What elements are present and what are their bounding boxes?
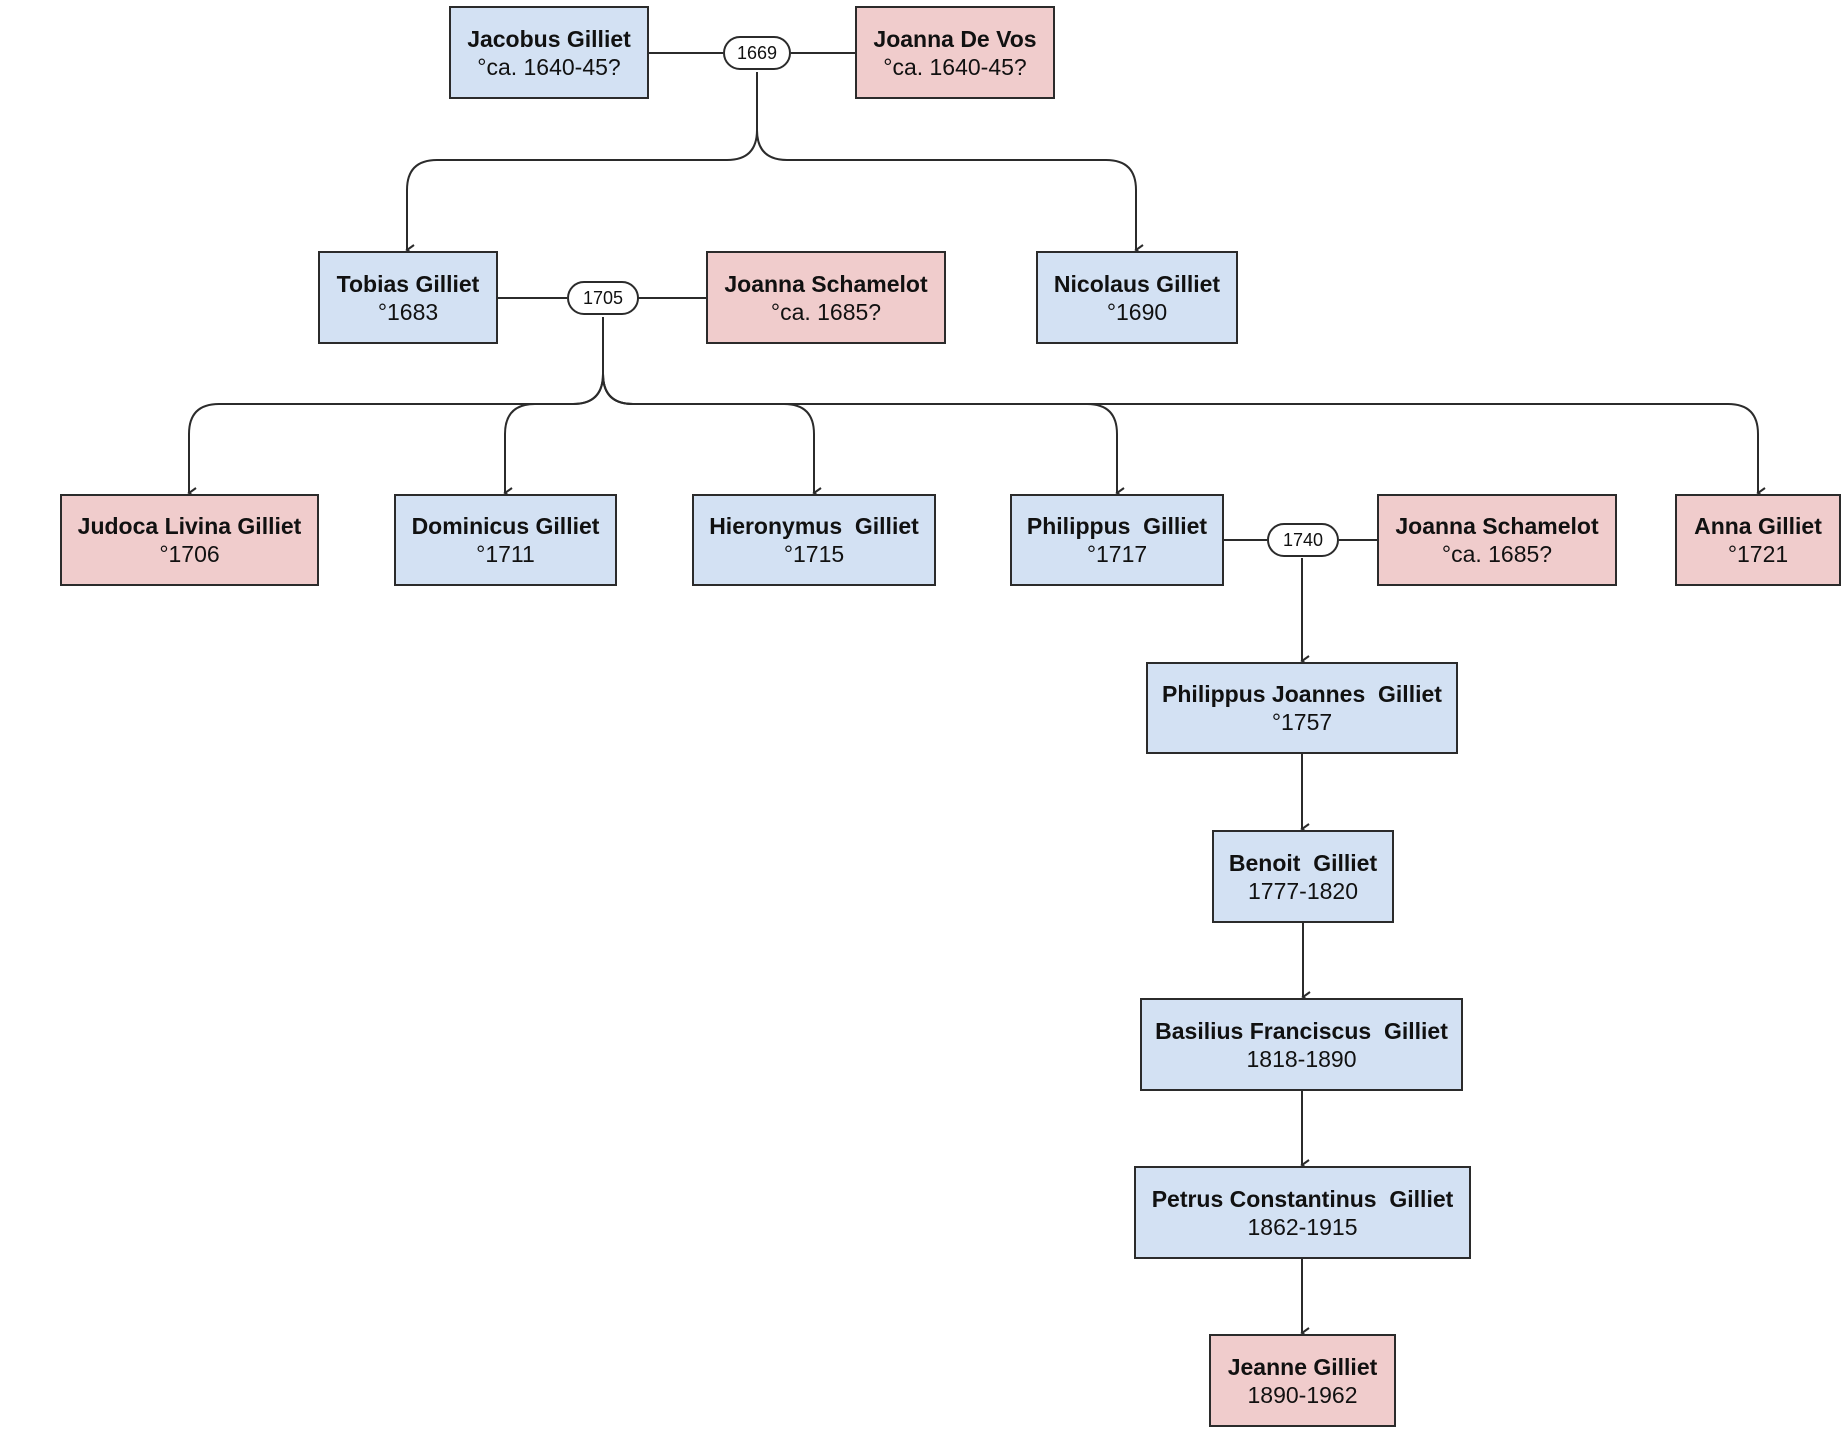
person-box-joanna-de-vos[interactable]: Joanna De Vos °ca. 1640-45? [855,6,1055,99]
child-connector [756,129,1144,256]
person-name: Philippus Joannes Gilliet [1162,681,1442,707]
person-name: Jacobus Gilliet [467,25,631,52]
person-dates: °1717 [1086,541,1148,567]
child-connector [602,373,1766,499]
person-name: Basilius Franciscus Gilliet [1155,1017,1448,1044]
person-box-hieronymus-gilliet[interactable]: Hieronymus Gilliet °1715 [692,494,936,586]
person-name: Nicolaus Gilliet [1053,270,1221,297]
person-dates: °ca. 1685? [770,298,882,325]
person-name: Hieronymus Gilliet [709,513,919,539]
person-name: Philippus Gilliet [1026,513,1208,539]
person-dates: 1862-1915 [1247,1213,1358,1240]
person-dates: °1711 [476,541,535,567]
person-dates: °1690 [1106,298,1168,325]
person-box-joanna-schamelot[interactable]: Joanna Schamelot °ca. 1685? [706,251,946,344]
person-dates: 1818-1890 [1246,1045,1357,1072]
marriage-node-1740[interactable]: 1740 [1267,523,1339,557]
person-box-joanna-schamelot-2[interactable]: Joanna Schamelot °ca. 1685? [1377,494,1617,586]
person-dates: °ca. 1640-45? [477,53,621,80]
person-name: Joanna Schamelot [724,270,928,297]
person-name: Joanna De Vos [873,25,1037,52]
person-name: Petrus Constantinus Gilliet [1151,1185,1454,1212]
person-dates: °ca. 1685? [1441,541,1553,567]
person-box-anna-gilliet[interactable]: Anna Gilliet °1721 [1675,494,1841,586]
child-connector [405,72,758,256]
person-dates: °1706 [159,541,220,567]
person-box-jacobus-gilliet[interactable]: Jacobus Gilliet °ca. 1640-45? [449,6,649,99]
marriage-node-1669[interactable]: 1669 [723,36,791,70]
marriage-node-1705[interactable]: 1705 [567,281,639,315]
person-dates: °1757 [1271,709,1333,735]
person-dates: °ca. 1640-45? [883,53,1027,80]
child-connector [503,373,604,499]
person-box-judoca-livina-gilliet[interactable]: Judoca Livina Gilliet °1706 [60,494,319,586]
person-name: Dominicus Gilliet [411,513,600,539]
person-box-petrus-constantinus-gilliet[interactable]: Petrus Constantinus Gilliet 1862-1915 [1134,1166,1471,1259]
person-box-nicolaus-gilliet[interactable]: Nicolaus Gilliet °1690 [1036,251,1238,344]
person-dates: °1683 [377,298,439,325]
person-name: Jeanne Gilliet [1227,1353,1378,1380]
person-box-dominicus-gilliet[interactable]: Dominicus Gilliet °1711 [394,494,617,586]
person-box-jeanne-gilliet[interactable]: Jeanne Gilliet 1890-1962 [1209,1334,1396,1427]
person-name: Joanna Schamelot [1395,513,1599,539]
person-dates: °1715 [783,541,845,567]
person-box-basilius-franciscus-gilliet[interactable]: Basilius Franciscus Gilliet 1818-1890 [1140,998,1463,1091]
person-dates: 1890-1962 [1247,1381,1358,1408]
person-box-tobias-gilliet[interactable]: Tobias Gilliet °1683 [318,251,498,344]
person-box-philippus-joannes-gilliet[interactable]: Philippus Joannes Gilliet °1757 [1146,662,1458,754]
person-name: Benoit Gilliet [1228,849,1378,876]
person-box-benoit-gilliet[interactable]: Benoit Gilliet 1777-1820 [1212,830,1394,923]
person-dates: °1721 [1727,541,1789,567]
child-connector [602,373,822,499]
person-name: Judoca Livina Gilliet [77,513,302,539]
person-name: Anna Gilliet [1694,513,1822,539]
person-box-philippus-gilliet[interactable]: Philippus Gilliet °1717 [1010,494,1224,586]
person-dates: 1777-1820 [1248,877,1358,904]
person-name: Tobias Gilliet [336,270,480,297]
child-connector [602,373,1125,499]
